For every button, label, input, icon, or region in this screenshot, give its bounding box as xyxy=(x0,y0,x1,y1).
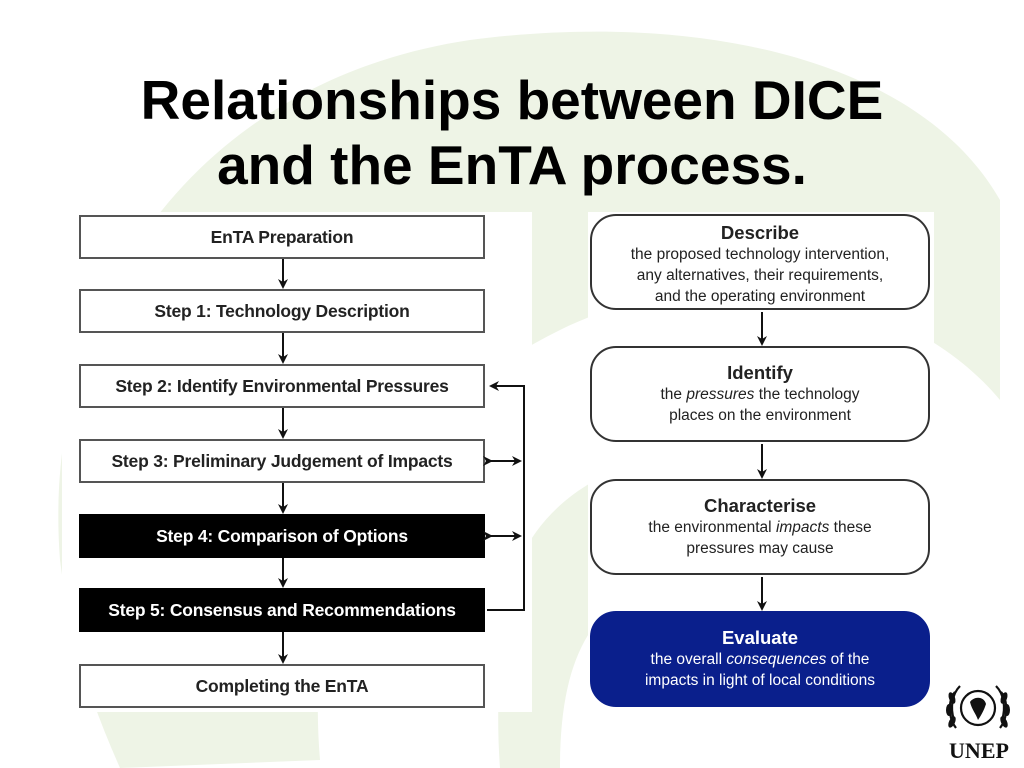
page-title: Relationships between DICE and the EnTA … xyxy=(0,68,1024,198)
characterise-heading: Characterise xyxy=(703,495,817,516)
evaluate-heading: Evaluate xyxy=(721,627,799,648)
characterise-text-pre: the environmental xyxy=(648,519,776,536)
identify-box: Identify the pressures the technology pl… xyxy=(590,346,930,442)
identify-line-2: places on the environment xyxy=(669,407,851,424)
characterise-text-post: these xyxy=(829,519,872,536)
identify-text-post: the technology xyxy=(754,386,860,403)
evaluate-text-em: consequences xyxy=(726,651,827,668)
unep-logo-icon xyxy=(946,685,1010,729)
title-line-1: Relationships between DICE xyxy=(140,69,884,131)
step-1-box: Step 1: Technology Description xyxy=(79,289,485,333)
step-4-box: Step 4: Comparison of Options xyxy=(79,514,485,558)
title-line-2: and the EnTA process. xyxy=(217,134,807,196)
enta-preparation-box: EnTA Preparation xyxy=(79,215,485,259)
characterise-text-em: impacts xyxy=(775,519,830,536)
unep-logo-text: UNEP xyxy=(949,738,1009,763)
completing-enta-box: Completing the EnTA xyxy=(79,664,485,708)
describe-heading: Describe xyxy=(720,222,800,243)
evaluate-line-1: the overall consequences of the xyxy=(592,649,928,670)
step-3-box: Step 3: Preliminary Judgement of Impacts xyxy=(79,439,485,483)
evaluate-box: Evaluate the overall consequences of the… xyxy=(590,611,930,707)
characterise-line-2: pressures may cause xyxy=(686,540,834,557)
identify-heading: Identify xyxy=(727,362,793,383)
identify-text-em: pressures xyxy=(686,386,755,403)
feedback-loop-line xyxy=(487,381,525,611)
describe-line-3: and the operating environment xyxy=(654,288,866,305)
step-5-box: Step 5: Consensus and Recommendations xyxy=(79,588,485,632)
describe-box: Describe the proposed technology interve… xyxy=(590,214,930,310)
characterise-line-1: the environmental impacts these xyxy=(592,517,928,538)
evaluate-line-2: impacts in light of local conditions xyxy=(644,672,876,689)
identify-text-pre: the xyxy=(660,386,687,403)
evaluate-text-post: of the xyxy=(826,651,870,668)
step-2-box: Step 2: Identify Environmental Pressures xyxy=(79,364,485,408)
identify-line-1: the pressures the technology xyxy=(592,384,928,405)
characterise-box: Characterise the environmental impacts t… xyxy=(590,479,930,575)
describe-line-1: the proposed technology intervention, xyxy=(630,246,890,263)
evaluate-text-pre: the overall xyxy=(650,651,727,668)
describe-line-2: any alternatives, their requirements, xyxy=(636,267,884,284)
